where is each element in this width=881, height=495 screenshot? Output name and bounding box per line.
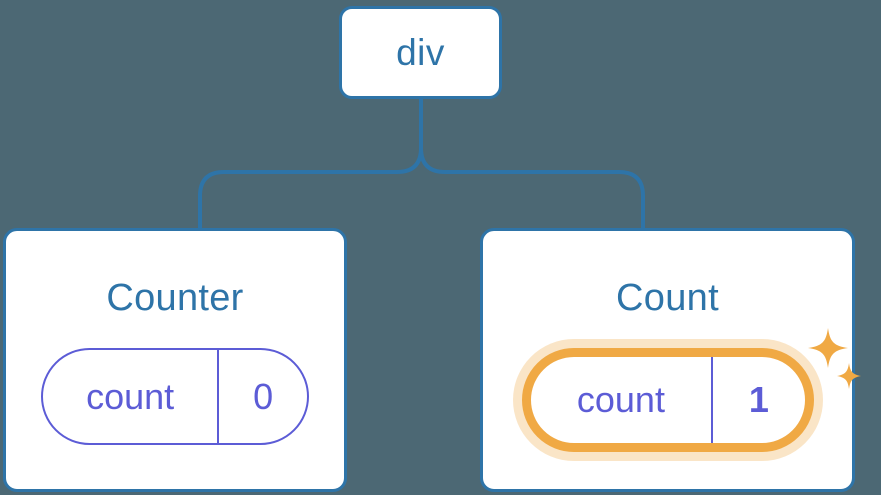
prop-value: 1 [711, 357, 804, 443]
root-node-label: div [396, 32, 445, 73]
root-node-div[interactable]: div [339, 6, 502, 99]
prop-key: count [576, 379, 665, 420]
component-card-counter[interactable]: Counter count 0 [3, 228, 347, 492]
sparkle-icons [807, 328, 861, 389]
prop-value: 0 [217, 350, 307, 443]
prop-pill-highlighted[interactable]: count 1 [521, 348, 814, 452]
prop-pill[interactable]: count 0 [41, 348, 309, 445]
component-title: Count [616, 277, 719, 319]
sparkle-small-icon [836, 363, 861, 389]
prop-pill-wrapper: count 1 [521, 328, 861, 452]
prop-key: count [86, 375, 175, 417]
component-card-count[interactable]: Count count 1 [480, 228, 861, 492]
sparkle-large-icon [807, 328, 848, 368]
prop-pill-wrapper: count 0 [41, 348, 309, 445]
component-title: Counter [106, 277, 244, 319]
